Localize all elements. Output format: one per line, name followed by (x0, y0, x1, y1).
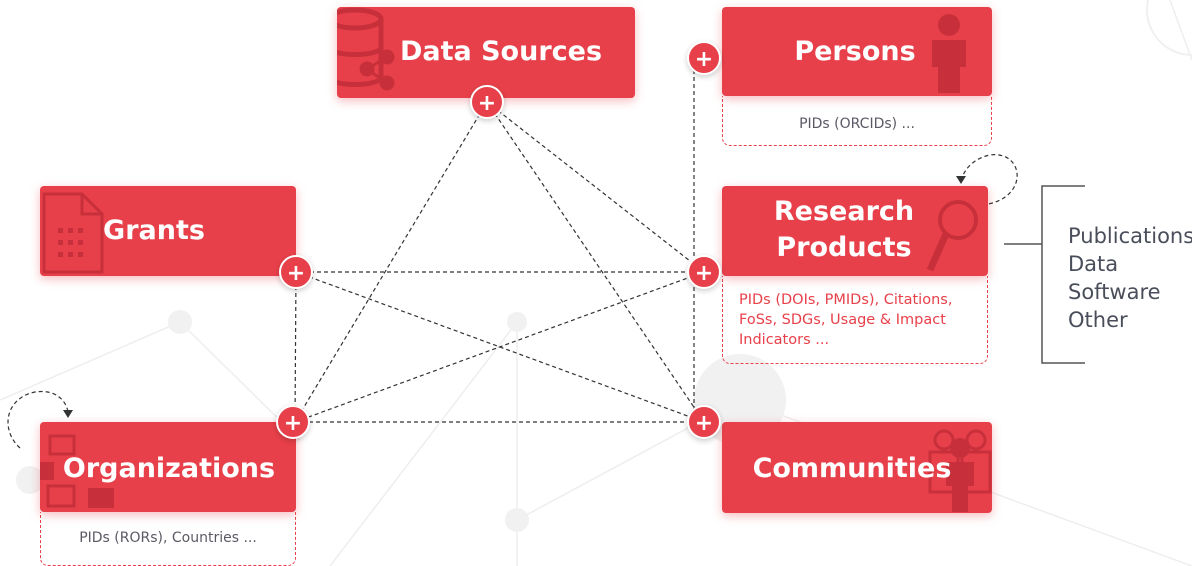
group-icon (928, 429, 992, 512)
research-attributes-line: PIDs (DOIs, PMIDs), Citations, (739, 292, 953, 308)
document-icon (42, 192, 104, 274)
type-label: Publications (1068, 224, 1192, 248)
entity-organizations[interactable]: Organizations (40, 422, 296, 512)
type-label: Software (1068, 280, 1161, 304)
organizations-attributes: PIDs (RORs), Countries ... (40, 512, 296, 566)
magnifier-icon (926, 200, 978, 272)
persons-attributes-text: PIDs (ORCIDs) ... (799, 116, 915, 132)
research-attributes-line: FoSs, SDGs, Usage & Impact (739, 312, 946, 328)
organizations-connector-plus[interactable]: + (276, 405, 310, 439)
persons-connector-plus[interactable]: + (687, 41, 721, 75)
organizations-attributes-text: PIDs (RORs), Countries ... (79, 530, 257, 546)
entity-data-sources[interactable]: Data Sources (337, 7, 635, 98)
communities-connector-plus[interactable]: + (687, 405, 721, 439)
entity-persons[interactable]: Persons (722, 7, 992, 96)
entity-title-line: Products (776, 232, 912, 263)
entity-title-line: Research (773, 196, 915, 227)
edge-datasources-organizations (294, 101, 488, 423)
background-ring (1146, 0, 1192, 56)
research-product-types: Publications Data Software Other (1068, 222, 1192, 334)
org-chart-icon (40, 434, 114, 508)
person-icon (932, 14, 966, 93)
research-products-attributes: PIDs (DOIs, PMIDs), Citations, FoSs, SDG… (722, 276, 988, 364)
entity-title: Data Sources (399, 36, 603, 67)
edge-datasources-communities (486, 101, 705, 423)
relationship-edges (294, 70, 705, 423)
type-label: Data (1068, 252, 1119, 276)
type-label: Other (1068, 308, 1128, 332)
edge-grants-organizations (294, 271, 297, 423)
entity-title: Communities (752, 453, 952, 484)
entity-grants[interactable]: Grants (40, 186, 296, 276)
entity-title: Grants (103, 215, 205, 246)
entity-title: Organizations (62, 453, 276, 484)
entity-title: Persons (794, 36, 916, 67)
background-node (168, 310, 192, 334)
persons-attributes: PIDs (ORCIDs) ... (722, 96, 992, 146)
self-loop-organizations (7, 390, 73, 449)
research-connector-plus[interactable]: + (687, 255, 721, 289)
entity-communities[interactable]: Communities (722, 422, 992, 513)
database-share-icon (337, 7, 395, 91)
grants-connector-plus[interactable]: + (279, 255, 313, 289)
background-node (505, 508, 529, 532)
self-loop-research (956, 154, 1018, 206)
background-node (16, 466, 44, 494)
background-node (507, 312, 527, 332)
edge-organizations-research (294, 271, 705, 423)
edge-datasources-research (486, 101, 705, 273)
datasources-connector-plus[interactable]: + (470, 85, 504, 119)
type-bracket (1004, 185, 1085, 364)
research-attributes-line: Indicators ... (739, 332, 830, 348)
entity-research-products[interactable]: Research Products (722, 186, 988, 276)
